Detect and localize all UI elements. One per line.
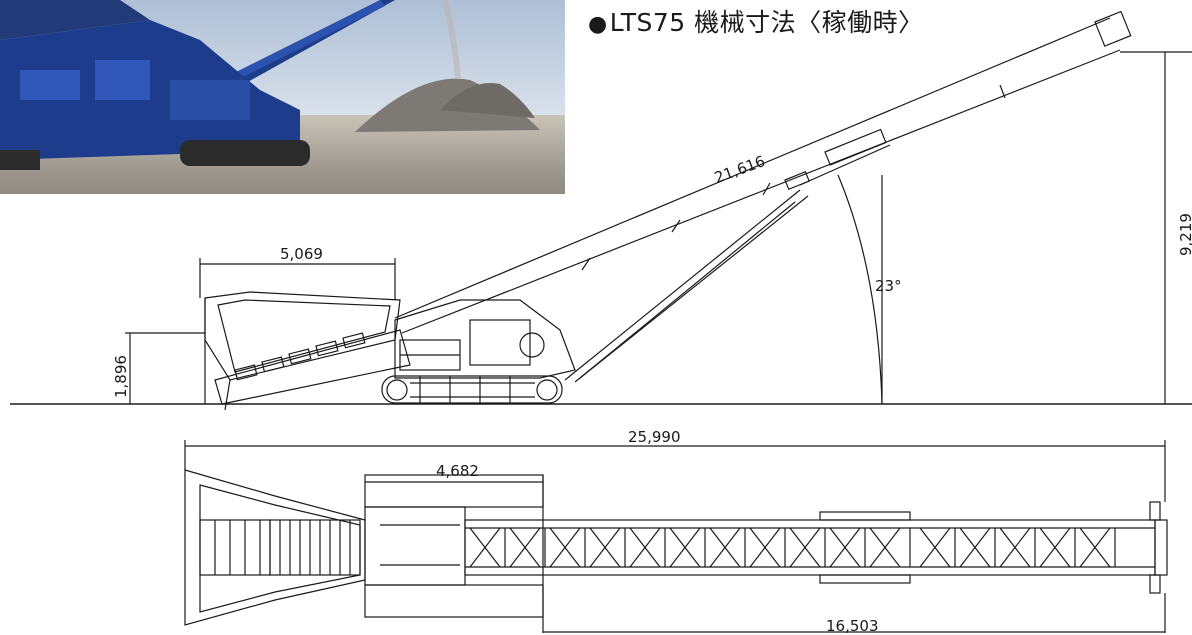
machine-photo	[0, 0, 565, 194]
top-hopper	[184, 469, 366, 626]
dim-boom-reach: 16,503	[826, 617, 879, 635]
dim-track-length: 4,682	[436, 462, 479, 480]
dim-angle: 23°	[875, 277, 902, 295]
dim-hopper-length: 5,069	[280, 245, 323, 263]
title-text: LTS75 機械寸法〈稼働時〉	[609, 8, 924, 37]
side-hopper	[204, 291, 411, 411]
side-boom	[394, 10, 1132, 334]
dim-discharge-height: 9,219	[1177, 213, 1192, 256]
side-tracks	[381, 375, 563, 404]
page-title: ●LTS75 機械寸法〈稼働時〉	[588, 3, 924, 39]
side-chassis	[394, 299, 576, 379]
top-frame	[364, 506, 466, 586]
angle-arc	[837, 174, 883, 405]
bullet-icon: ●	[588, 12, 608, 37]
dim-overall-length: 25,990	[628, 428, 681, 446]
top-boom	[464, 501, 1168, 594]
top-tracks	[364, 474, 544, 618]
dim-hopper-height: 1,896	[112, 355, 130, 398]
side-strut	[564, 189, 809, 383]
